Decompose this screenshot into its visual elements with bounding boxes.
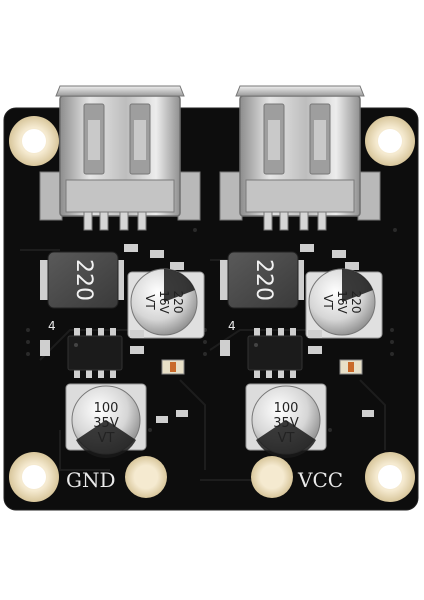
capacitor-large-left: 100 35V VT xyxy=(65,383,147,458)
inductor-right-marking: 220 xyxy=(251,259,276,301)
cap-large-right-voltage: 35V xyxy=(273,416,299,431)
cap-small-right-series: VT xyxy=(321,294,335,310)
smd-components xyxy=(40,330,374,423)
usb-port-left xyxy=(39,85,201,231)
cap-small-left-series: VT xyxy=(143,294,157,310)
ic-chip-right: 4 xyxy=(228,319,303,378)
gnd-terminal-pad xyxy=(125,456,167,498)
cap-small-left-voltage: 16V xyxy=(157,290,171,314)
cap-large-left-value: 100 xyxy=(94,401,119,416)
mounting-pad-top-right xyxy=(365,116,415,166)
vcc-terminal-pad xyxy=(251,456,293,498)
smd-resistor xyxy=(124,244,359,270)
inductor-left-marking: 220 xyxy=(71,259,96,301)
cap-small-right-voltage: 16V xyxy=(335,290,349,314)
inductor-right: 220 xyxy=(220,251,304,309)
led-left xyxy=(161,359,185,375)
capacitor-large-right: 100 35V VT xyxy=(245,383,327,458)
cap-large-right-series: VT xyxy=(278,431,295,446)
cap-large-right-value: 100 xyxy=(274,401,299,416)
ic-chip-left: 4 xyxy=(48,319,123,378)
cap-large-left-voltage: 35V xyxy=(93,416,119,431)
ic-right-pin1: 4 xyxy=(228,319,236,333)
mounting-pad-bottom-right xyxy=(365,452,415,502)
gnd-label: GND xyxy=(66,468,116,492)
usb-port-right xyxy=(219,85,381,231)
cap-small-right-value: 220 xyxy=(349,291,363,314)
inductor-left: 220 xyxy=(40,251,124,309)
vcc-label: VCC xyxy=(297,468,343,492)
mounting-pad-top-left xyxy=(9,116,59,166)
capacitor-small-right: 220 16V VT xyxy=(305,268,383,339)
ic-left-pin1: 4 xyxy=(48,319,56,333)
capacitor-small-left: 220 16V VT xyxy=(127,268,205,339)
cap-small-left-value: 220 xyxy=(171,291,185,314)
led-right xyxy=(339,359,363,375)
cap-large-left-series: VT xyxy=(98,431,115,446)
mounting-pad-bottom-left xyxy=(9,452,59,502)
